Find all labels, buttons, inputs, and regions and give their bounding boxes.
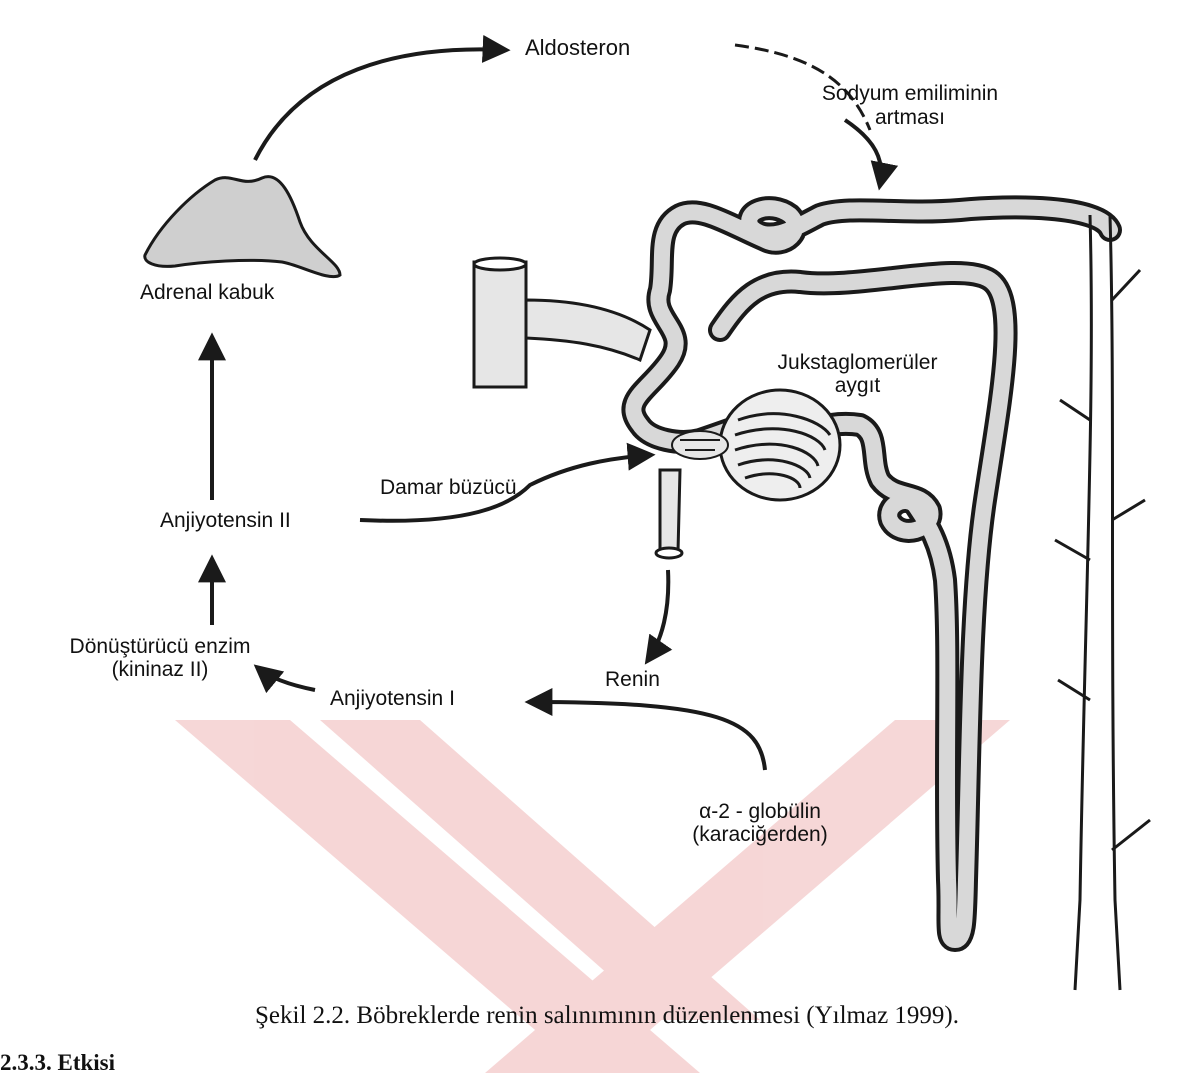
label-renin: Renin (605, 668, 660, 692)
section-heading: 2.3.3. Etkisi (0, 1050, 115, 1073)
label-sodium-reabsorption-line1: Sodyum emiliminin (780, 82, 1040, 106)
arrow-globulin-to-ang1 (530, 702, 765, 770)
label-converting-enzyme-line1: Dönüştürücü enzim (25, 635, 295, 659)
juxtaglomerular-apparatus (672, 431, 728, 459)
efferent-vessel (656, 470, 682, 558)
label-adrenal-cortex: Adrenal kabuk (140, 281, 274, 305)
label-angiotensin-ii: Anjiyotensin II (160, 509, 291, 533)
label-juxtaglomerular-line2: aygıt (740, 374, 975, 398)
label-sodium-reabsorption-line2: artması (780, 106, 1040, 130)
arrow-vessel-to-renin (648, 570, 668, 660)
arrow-adrenal-to-aldosteron (255, 49, 505, 160)
artery-vessel (474, 258, 650, 387)
label-alpha2-globulin-line1: α-2 - globülin (630, 800, 890, 824)
label-juxtaglomerular-line1: Jukstaglomerüler (740, 351, 975, 375)
label-alpha2-globulin-line2: (karaciğerden) (630, 823, 890, 847)
label-vasoconstrictor: Damar büzücü (380, 476, 517, 500)
figure-caption: Şekil 2.2. Böbreklerde renin salınımının… (255, 1002, 959, 1030)
label-angiotensin-i: Anjiyotensin I (330, 687, 455, 711)
adrenal-gland-shape (145, 177, 340, 277)
glomerulus (720, 390, 840, 500)
label-converting-enzyme-line2: (kininaz II) (25, 658, 295, 682)
label-aldosteron: Aldosteron (525, 36, 630, 60)
collecting-duct (1055, 215, 1150, 990)
